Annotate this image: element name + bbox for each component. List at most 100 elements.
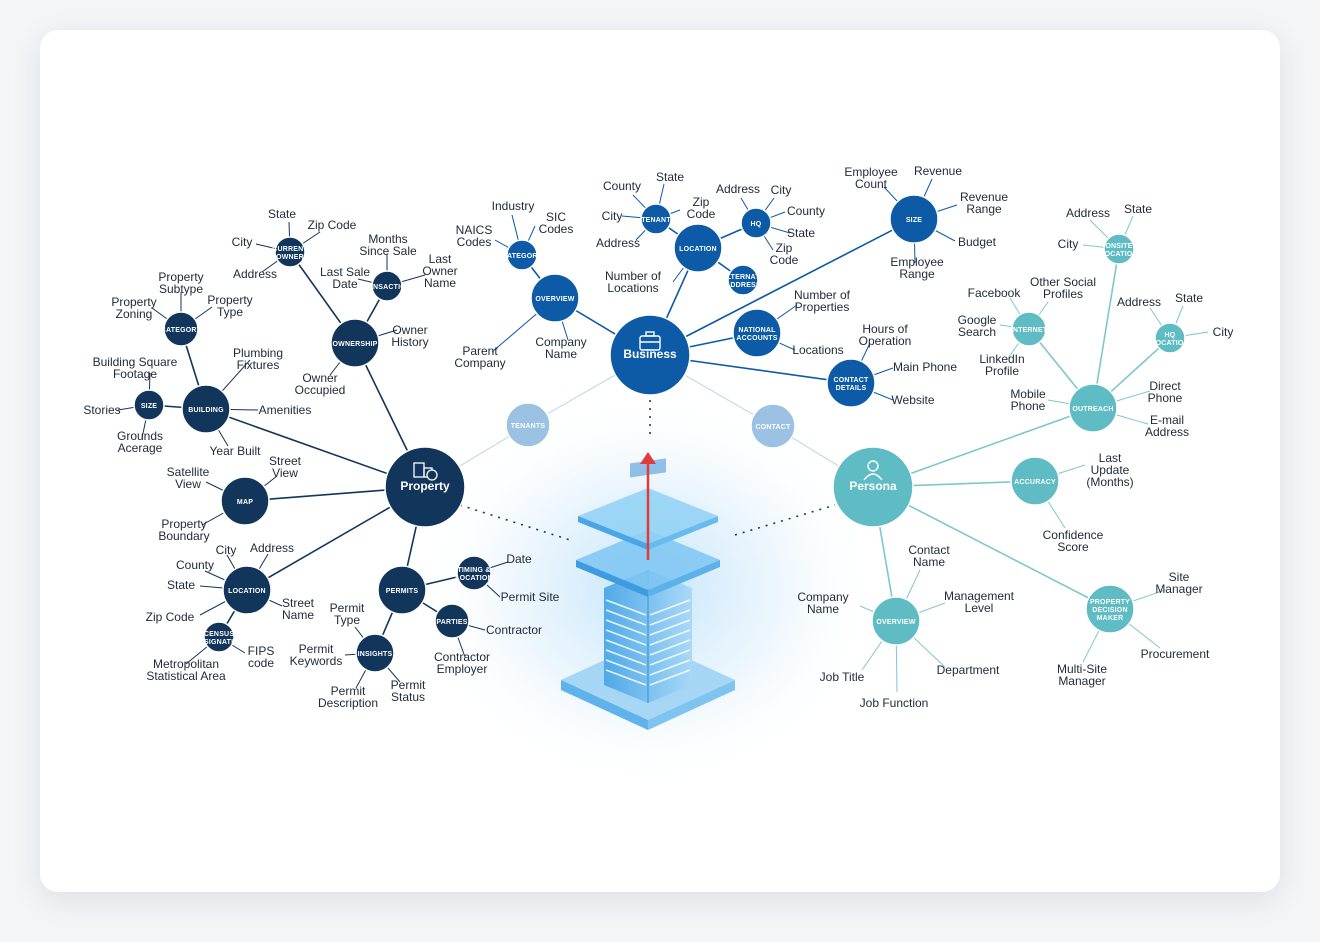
business-overview-node-label: OVERVIEW	[535, 296, 574, 303]
contact-details-node-circle[interactable]	[826, 358, 876, 408]
map-node-circle[interactable]	[220, 476, 270, 526]
size-node[interactable]: SIZE	[133, 389, 165, 421]
national-accounts-node-label: ACCOUNTS	[736, 335, 777, 342]
hq-location-node-circle[interactable]	[1154, 322, 1186, 354]
hq-address-label-text: Address	[1117, 295, 1161, 309]
contact-node[interactable]: CONTACT	[750, 403, 796, 449]
insights-node-circle[interactable]	[355, 633, 395, 673]
category-node-circle[interactable]	[163, 311, 199, 347]
business-size-node[interactable]: SIZE	[889, 194, 939, 244]
business-location-node[interactable]: LOCATION	[673, 223, 723, 273]
size-bsf-label-text: Building Square	[93, 355, 178, 369]
connector-line	[1092, 248, 1120, 409]
tl-date-label: Date	[506, 552, 532, 566]
hq-zip-label-text: Zip	[776, 241, 793, 255]
transactions-node[interactable]: TRANSACTIONS	[358, 270, 416, 302]
business-category-node-circle[interactable]	[506, 239, 538, 271]
size-node-circle[interactable]	[133, 389, 165, 421]
in-other-label-text: Other Social	[1030, 275, 1096, 289]
onsite-location-node-circle[interactable]	[1103, 233, 1135, 265]
timing-location-node-circle[interactable]	[456, 555, 492, 591]
ten-city-label-text: City	[602, 209, 623, 223]
alternate-address-node-circle[interactable]	[727, 264, 759, 296]
parties-node-circle[interactable]	[434, 603, 470, 639]
bld-year-label-text: Year Built	[210, 444, 262, 458]
business-size-node-circle[interactable]	[889, 194, 939, 244]
outreach-node-circle[interactable]	[1068, 383, 1118, 433]
ownership-node-circle[interactable]	[330, 318, 380, 368]
business-overview-node-circle[interactable]	[530, 273, 580, 323]
location-node-circle[interactable]	[222, 565, 272, 615]
current-owner-node-label: OWNER	[276, 254, 304, 261]
ov-company-label-text: Name	[807, 602, 839, 616]
internet-node[interactable]: INTERNET	[1011, 311, 1048, 347]
contact-node-circle[interactable]	[750, 403, 796, 449]
persona-hub[interactable]: Persona	[832, 446, 914, 528]
property-hub[interactable]: Property	[384, 446, 466, 528]
property-hub-circle[interactable]	[384, 446, 466, 528]
hq-location-node-label: LOCATION	[1151, 340, 1189, 347]
current-owner-node-circle[interactable]	[274, 236, 306, 268]
size-stories-label: Stories	[83, 403, 120, 417]
size-stories-label-text: Stories	[83, 403, 120, 417]
loc-county-label-text: County	[176, 558, 214, 572]
tenants-node-circle[interactable]	[505, 402, 551, 448]
property-decision-maker-node-circle[interactable]	[1085, 584, 1135, 634]
map-node[interactable]: MAP	[220, 476, 270, 526]
hq-node-circle[interactable]	[740, 207, 772, 239]
persona-overview-node[interactable]: OVERVIEW	[871, 596, 921, 646]
hq-city-label: City	[771, 183, 792, 197]
accuracy-node[interactable]: ACCURACY	[1010, 456, 1060, 506]
persona-overview-node-circle[interactable]	[871, 596, 921, 646]
outreach-node[interactable]: OUTREACH	[1068, 383, 1118, 433]
tenant-node[interactable]: TENANT	[640, 203, 672, 235]
national-accounts-node-circle[interactable]	[732, 308, 782, 358]
tenants-node[interactable]: TENANTS	[505, 402, 551, 448]
ac-last-label-text: Update	[1091, 463, 1130, 477]
accuracy-node-circle[interactable]	[1010, 456, 1060, 506]
tenant-node-circle[interactable]	[640, 203, 672, 235]
permits-node-circle[interactable]	[377, 565, 427, 615]
parties-node[interactable]: PARTIES	[434, 603, 470, 639]
persona-overview-node-label: OVERVIEW	[876, 619, 915, 626]
permits-node[interactable]: PERMITS	[377, 565, 427, 615]
location-node-label: LOCATION	[228, 588, 266, 595]
business-category-node[interactable]: CATEGORY	[502, 239, 543, 271]
census-node-circle[interactable]	[203, 621, 235, 653]
building-node[interactable]: BUILDING	[181, 384, 231, 434]
hq-node[interactable]: HQ	[740, 207, 772, 239]
cen-fips-label-text: code	[248, 656, 274, 670]
ten-address-label: Address	[596, 236, 640, 250]
timing-location-node[interactable]: TIMING &LOCATION	[455, 555, 493, 591]
persona-hub-circle[interactable]	[832, 446, 914, 528]
transactions-node-circle[interactable]	[371, 270, 403, 302]
tl-site-label-text: Permit Site	[501, 590, 560, 604]
pdm-multi-label-text: Multi-Site	[1057, 662, 1107, 676]
pa-employer-label-text: Employer	[437, 662, 488, 676]
business-overview-node[interactable]: OVERVIEW	[530, 273, 580, 323]
insights-node[interactable]: INSIGHTS	[355, 633, 395, 673]
internet-node-circle[interactable]	[1011, 311, 1047, 347]
business-hub-circle[interactable]	[609, 314, 691, 396]
category-node[interactable]: CATEGORY	[161, 311, 202, 347]
business-location-node-circle[interactable]	[673, 223, 723, 273]
ownership-node[interactable]: OWNERSHIP	[330, 318, 380, 368]
business-hub[interactable]: Business	[609, 314, 691, 396]
loc-street-label-text: Street	[282, 596, 315, 610]
location-node[interactable]: LOCATION	[222, 565, 272, 615]
ov-contact-label-text: Name	[913, 555, 945, 569]
building-node-circle[interactable]	[181, 384, 231, 434]
